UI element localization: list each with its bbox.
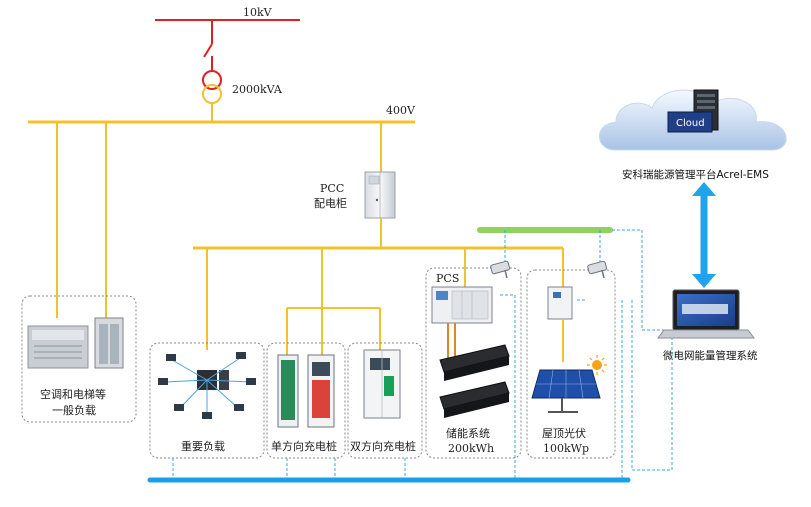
charger-bi-label: 双方向充电桩 [350, 439, 416, 453]
pv-label-2: 100kWp [543, 442, 589, 455]
elevator-icon [94, 317, 124, 369]
inverter-icon [547, 286, 573, 320]
laptop-icon [657, 289, 755, 339]
pcs-label: PCS [436, 272, 459, 285]
pcc-label-1: PCC [320, 182, 344, 195]
secondary-bus [193, 246, 564, 355]
pcs-cabinet-icon [431, 286, 493, 324]
transformer-label: 2000kVA [232, 83, 283, 96]
hvac-label-2: 一般负载 [52, 403, 96, 417]
pv-label-1: 屋顶光伏 [542, 426, 586, 440]
charger-uni-group: 单方向充电桩 [266, 342, 346, 459]
cloud-ems-link [692, 182, 716, 288]
hv-section: 10kV 2000kVA [155, 6, 300, 122]
cabinet-icon [364, 171, 396, 219]
sun-icon [587, 355, 607, 375]
lv-main-bus: 400V [28, 104, 416, 318]
lv-label: 400V [386, 104, 416, 117]
solar-panel-icon [531, 369, 601, 413]
critical-label: 重要负载 [181, 439, 225, 453]
pcc-cabinet: PCC 配电柜 [314, 171, 396, 248]
hvac-group: 空调和电梯等 一般负载 [21, 295, 137, 423]
ems-station: 微电网能量管理系统 [657, 289, 758, 362]
pcc-label-2: 配电柜 [314, 197, 347, 210]
pv-group: 屋顶光伏 100kWp [526, 269, 616, 459]
critical-load-group: 重要负载 [149, 342, 265, 459]
charger-bi-group: 双方向充电桩 [347, 342, 423, 459]
storage-group: PCS 储能系统 200kWh [425, 267, 522, 459]
charger-icon [277, 354, 335, 428]
storage-label-1: 储能系统 [446, 426, 490, 440]
control-bus [477, 227, 672, 331]
cloud-platform: Cloud 安科瑞能源管理平台Acrel-EMS [599, 89, 787, 181]
breaker-icon [203, 43, 213, 70]
charger-icon [363, 349, 401, 419]
platform-label: 安科瑞能源管理平台Acrel-EMS [622, 168, 769, 181]
comm-lines [172, 294, 673, 481]
hvac-unit-icon [27, 325, 89, 369]
camera-icon [587, 260, 608, 279]
charger-uni-label: 单方向充电桩 [271, 439, 337, 453]
cloud-badge: Cloud [676, 118, 705, 129]
battery-icon [439, 344, 510, 418]
server-icon [667, 89, 719, 133]
ems-label: 微电网能量管理系统 [663, 349, 758, 362]
hvac-label-1: 空调和电梯等 [40, 387, 106, 401]
hv-label: 10kV [243, 6, 273, 19]
storage-label-2: 200kWh [448, 442, 494, 455]
transformer-icon [202, 70, 222, 104]
network-icon [158, 352, 256, 419]
camera-icon [490, 260, 511, 279]
